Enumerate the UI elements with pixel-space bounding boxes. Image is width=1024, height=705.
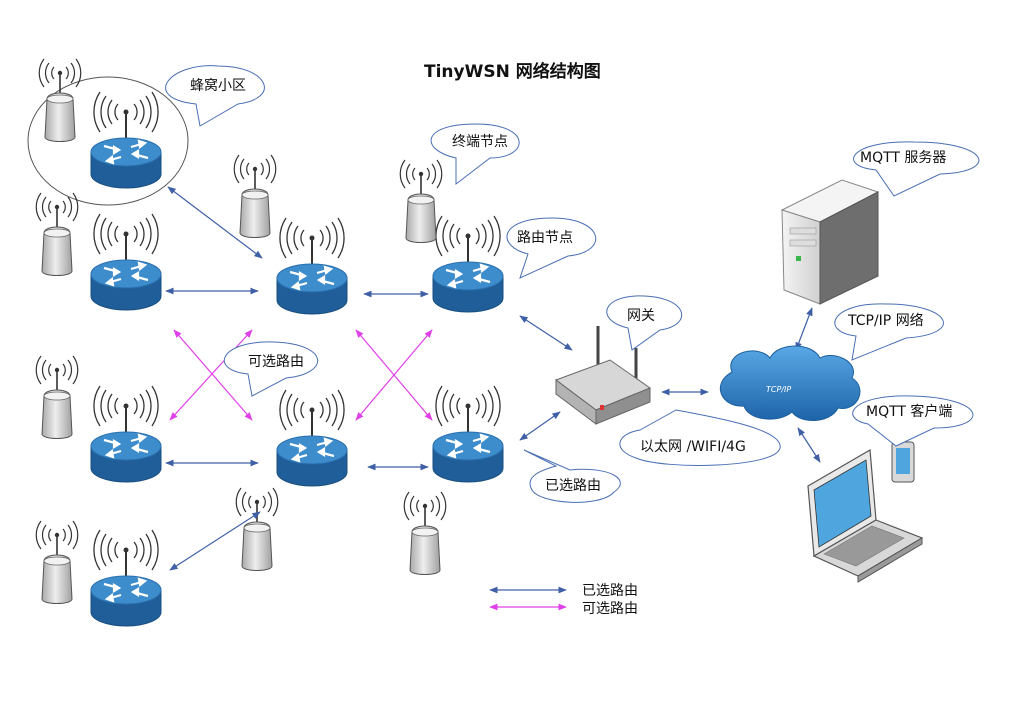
end-node-sensor <box>38 58 82 143</box>
end-node-sensor <box>35 355 79 440</box>
callout-end-node-label: 终端节点 <box>452 134 508 150</box>
router-node <box>275 388 349 488</box>
callout-optional-route-label: 可选路由 <box>248 354 304 370</box>
end-node-sensor <box>403 491 447 576</box>
diagram-title: TinyWSN 网络结构图 <box>424 61 601 82</box>
callout-cellular-area <box>165 65 265 127</box>
callout-uplink-label: 以太网 /WIFI/4G <box>640 439 746 455</box>
callout-selected-route <box>523 449 621 503</box>
legend-selected-label: 已选路由 <box>582 583 638 599</box>
callout-cellular-area-label: 蜂窝小区 <box>190 77 246 94</box>
end-node-sensor <box>233 154 277 239</box>
callout-mqtt-client <box>852 395 974 447</box>
callout-router-node-label: 路由节点 <box>517 230 573 246</box>
router-node <box>89 90 163 190</box>
router-node <box>431 214 505 314</box>
callout-mqtt-client-label: MQTT 客户端 <box>866 403 952 420</box>
router-node <box>89 384 163 484</box>
legend: 已选路由 可选路由 <box>489 583 638 617</box>
callout-selected-route-label: 已选路由 <box>545 478 601 494</box>
callout-mqtt-server <box>853 141 980 197</box>
end-node-sensor <box>399 159 443 244</box>
router-node <box>431 384 505 484</box>
selected-routes <box>165 186 821 571</box>
callout-mqtt-server-label: MQTT 服务器 <box>860 150 946 166</box>
mqtt-client-phone <box>891 441 915 483</box>
callout-tcpip-network <box>834 303 944 361</box>
router-node <box>89 528 163 628</box>
tcpip-cloud: TCP/IP <box>719 345 861 421</box>
optional-routes <box>169 329 433 421</box>
router-node <box>275 216 349 316</box>
end-node-sensor <box>235 487 279 572</box>
callout-end-node <box>430 123 520 186</box>
callout-tcpip-network-label: TCP/IP 网络 <box>847 313 924 329</box>
callout-uplink <box>619 409 781 466</box>
callout-gateway-label: 网关 <box>627 308 655 324</box>
mqtt-server <box>780 179 880 305</box>
mqtt-client-laptop <box>807 449 924 583</box>
callout-gateway <box>606 295 683 351</box>
end-node-sensor <box>35 520 79 605</box>
callout-optional-route <box>223 341 318 397</box>
end-node-sensor <box>35 192 79 277</box>
legend-optional-label: 可选路由 <box>582 601 638 617</box>
cellular-area-boundary <box>27 76 189 206</box>
cloud-label: TCP/IP <box>766 385 791 394</box>
callout-router-node <box>506 217 597 279</box>
router-node <box>89 212 163 312</box>
gateway-device <box>554 326 652 425</box>
